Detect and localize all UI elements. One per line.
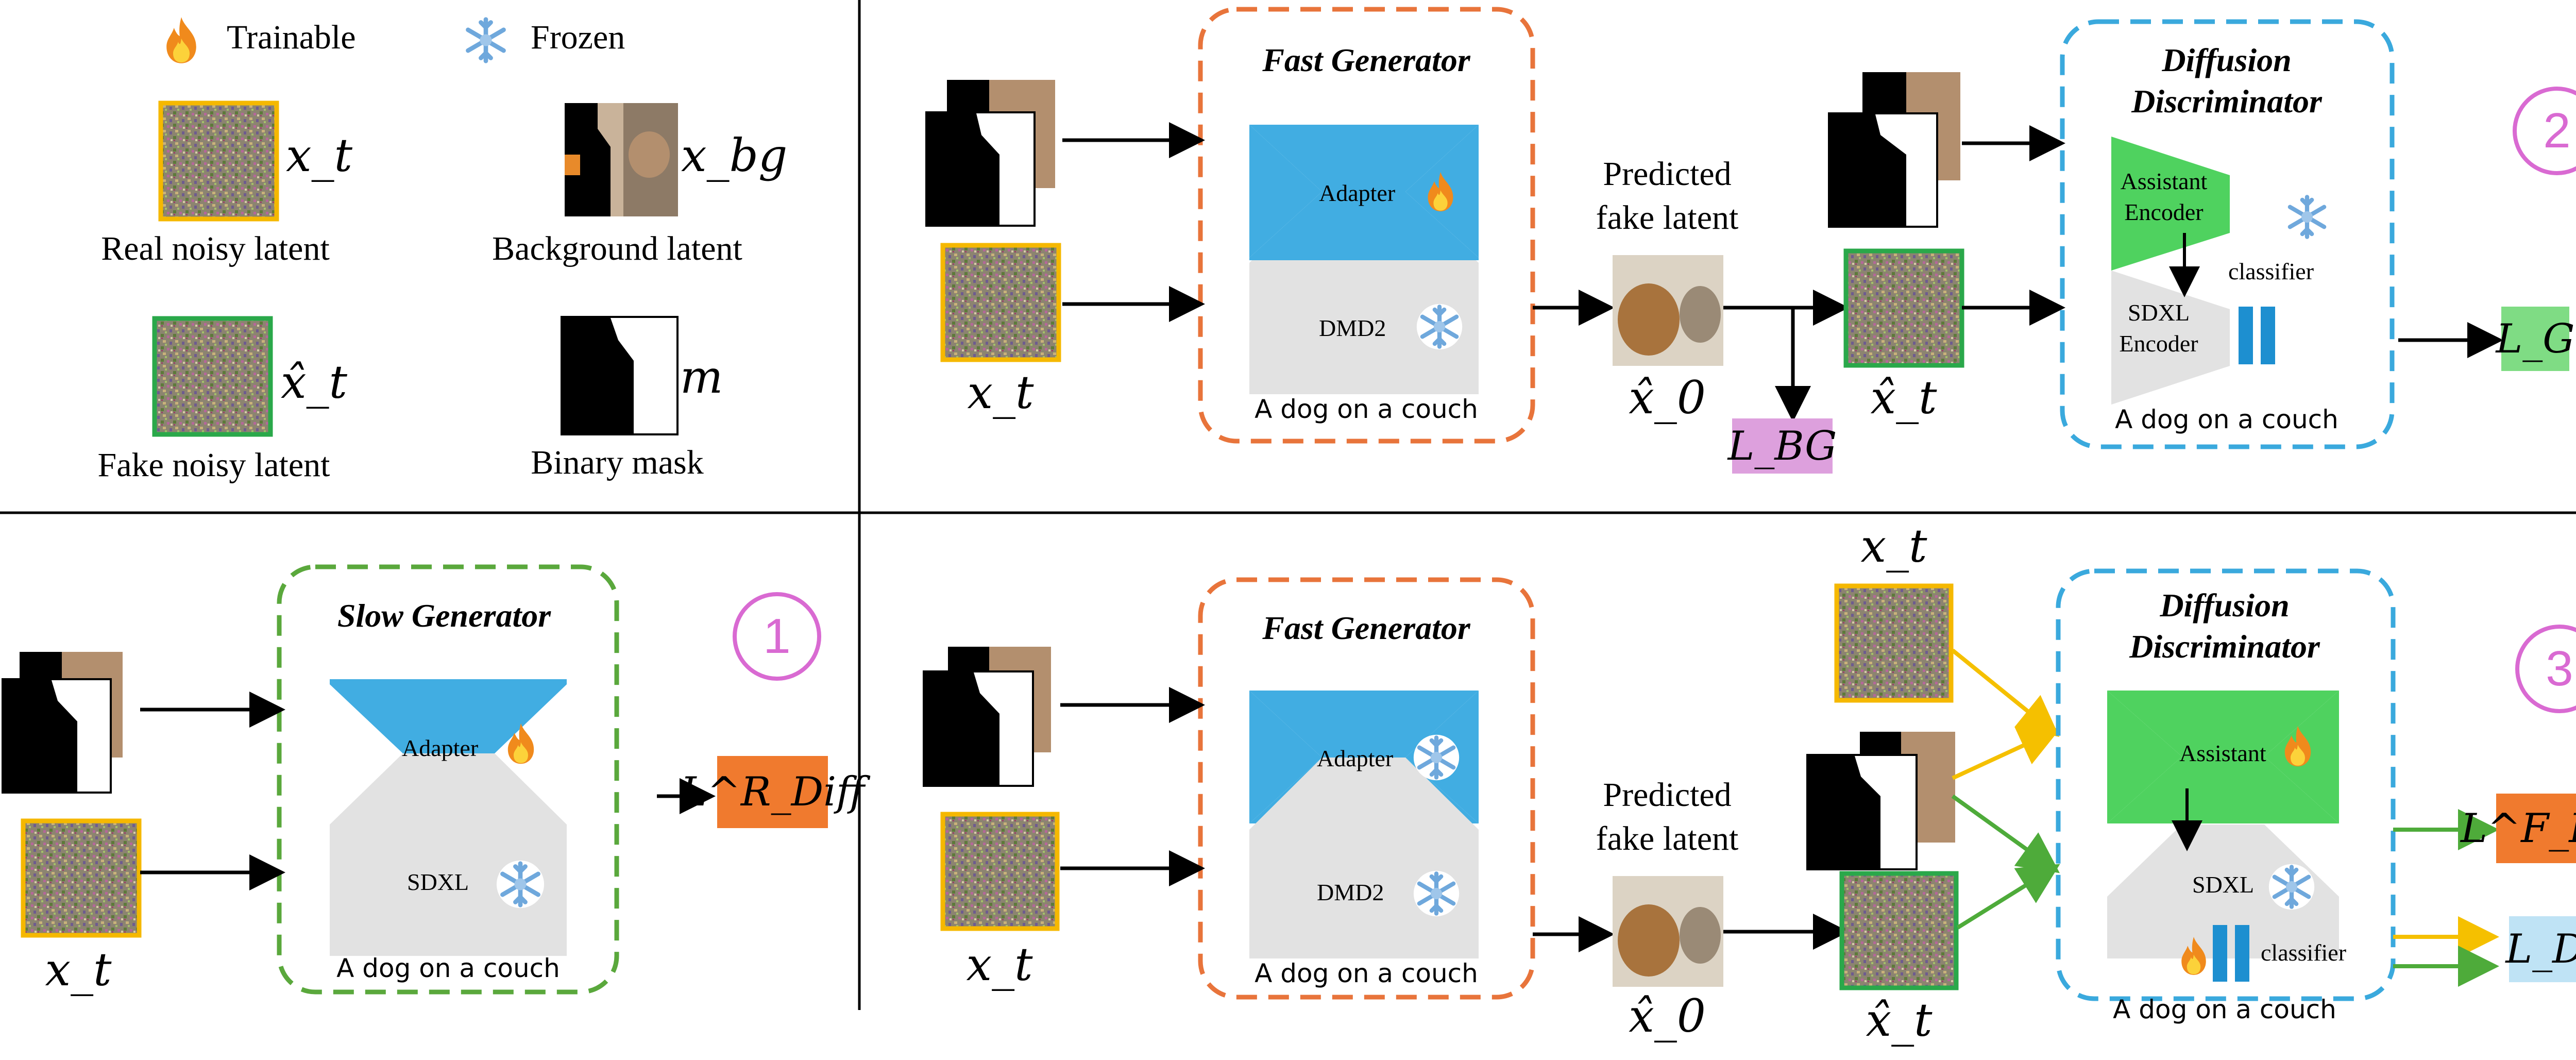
legend-real-noisy-latent <box>158 100 279 222</box>
stage3-noisy-input <box>940 812 1060 931</box>
snowflake-icon <box>1414 871 1459 916</box>
stage2-discriminator-box <box>2060 19 2395 449</box>
stage2-mask-image <box>1828 72 1960 228</box>
stage2-loss-g-box <box>2501 307 2569 371</box>
stage3-mask-image <box>1806 732 1955 870</box>
stage2-classifier-bar-1 <box>2239 307 2253 364</box>
stage1-mask-input <box>2 652 123 794</box>
stage1-number-circle <box>733 592 821 681</box>
legend-fake-noisy-latent <box>152 316 273 437</box>
fire-icon <box>166 17 196 63</box>
stage2-fake-noisy <box>1843 248 1964 368</box>
stage3-real-noisy <box>1834 583 1954 703</box>
stage3-discriminator-box <box>2056 568 2396 1001</box>
stage3-loss-d-box <box>2509 916 2576 982</box>
snowflake-icon <box>462 16 510 64</box>
stage1-loss-box <box>717 756 828 828</box>
stage3-loss-f-box <box>2496 794 2576 863</box>
stage3-classifier-bar-1 <box>2213 925 2227 982</box>
stage2-generator-box <box>1198 7 1535 444</box>
stage2-noisy-input <box>940 243 1061 362</box>
stage3-generator-box <box>1198 577 1535 1000</box>
stage3-fake-noisy <box>1839 871 1959 990</box>
snowflake-icon <box>497 861 544 908</box>
stage2-mask-input <box>925 80 1055 227</box>
stage2-predicted-image <box>1613 255 1723 366</box>
stage3-number-circle <box>2515 625 2576 713</box>
snowflake-icon <box>1417 304 1462 349</box>
stage3-predicted-image <box>1613 876 1723 987</box>
snowflake-icon <box>1414 735 1459 780</box>
stage1-generator-box <box>277 564 619 995</box>
stage2-number-circle <box>2513 87 2576 175</box>
stage3-classifier-bar-2 <box>2235 925 2249 982</box>
stage1-noisy-input <box>21 818 142 938</box>
stage2-classifier-bar-2 <box>2261 307 2275 364</box>
stage2-loss-bg-box <box>1732 418 1833 474</box>
snowflake-icon <box>2284 194 2330 240</box>
snowflake-icon <box>2269 864 2314 910</box>
legend-background-latent <box>565 103 678 216</box>
stage3-mask-input <box>923 647 1051 787</box>
legend-binary-mask <box>561 316 679 435</box>
